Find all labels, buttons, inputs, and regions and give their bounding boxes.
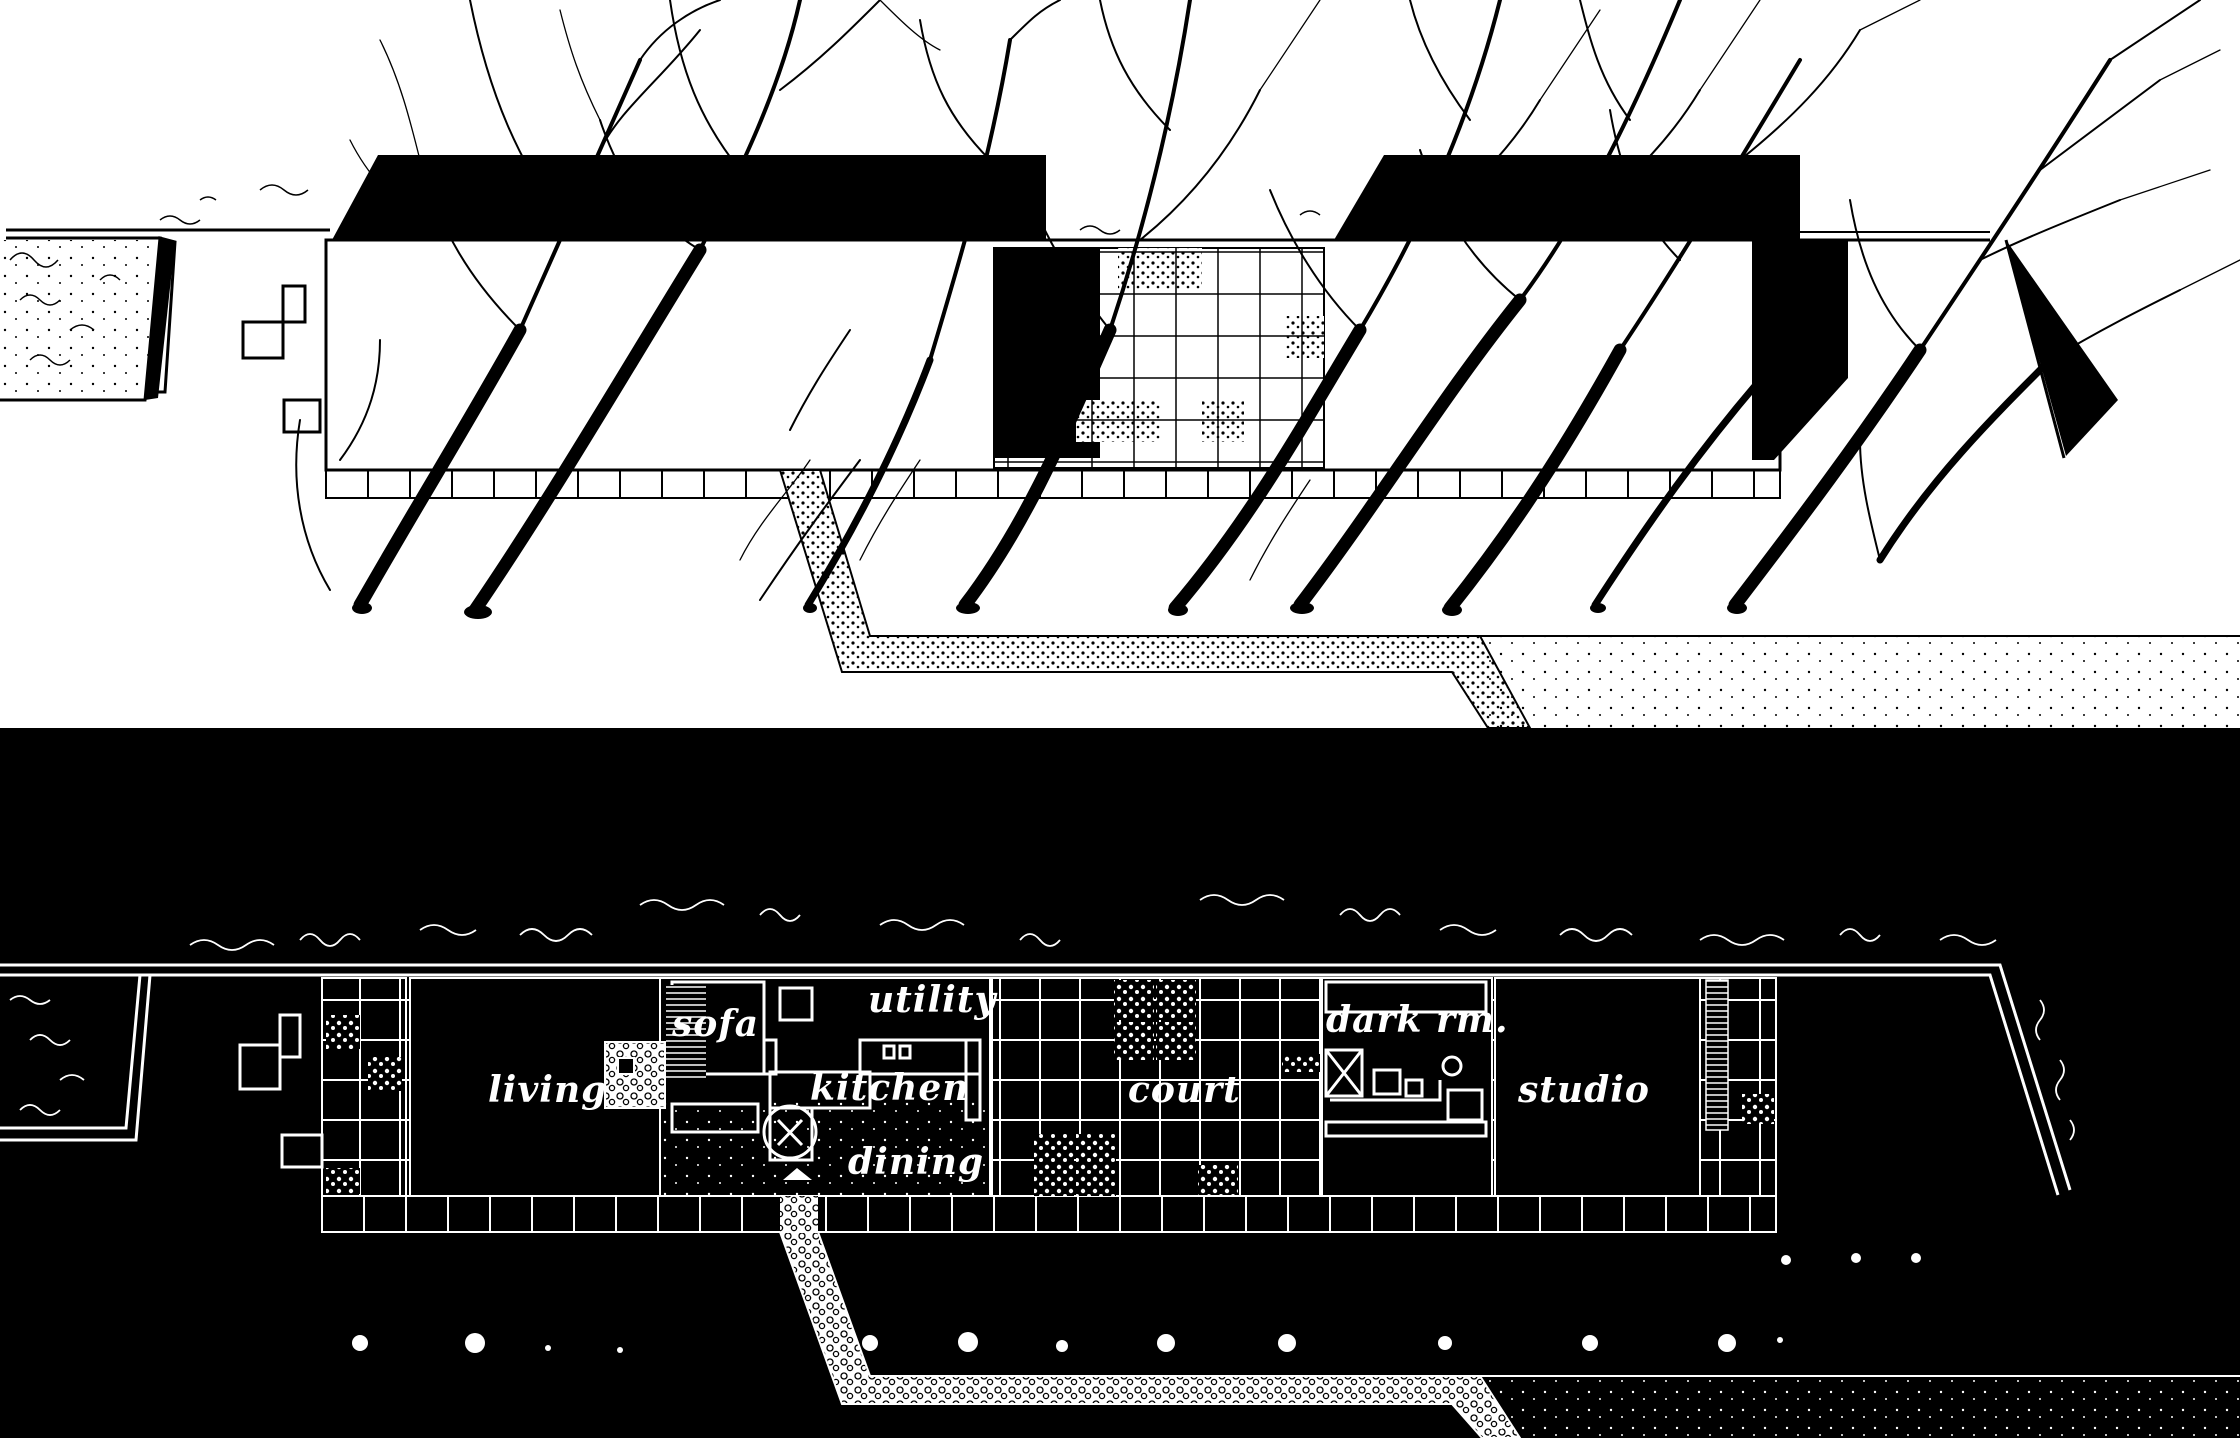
room-label-utility: utility — [868, 979, 997, 1021]
court-glazing — [993, 247, 1325, 469]
room-label-studio: studio — [1517, 1069, 1650, 1111]
trees — [295, 0, 2240, 619]
room-label-kitchen: kitchen — [810, 1067, 969, 1109]
perspective-view — [0, 0, 2240, 729]
house-plan — [321, 977, 1777, 1233]
hedge-texture — [9, 894, 2075, 1141]
kitchen-fixtures — [670, 980, 982, 1180]
room-label-sofa: sofa — [671, 1003, 759, 1045]
darkroom-fixtures — [1324, 980, 1488, 1138]
room-label-living: living — [488, 1069, 607, 1111]
roof-left — [332, 155, 1046, 240]
room-label-dining: dining — [848, 1141, 984, 1183]
room-label-court: court — [1128, 1069, 1241, 1111]
studio-glazing — [1752, 240, 1848, 460]
stepping-stones-plan — [238, 1013, 324, 1169]
entry-sail — [2006, 240, 2118, 456]
tree-dots — [352, 1253, 1921, 1353]
floor-plan: living sofa utility kitchen dining court… — [0, 728, 2240, 1438]
room-label-dark-room: dark rm. — [1326, 999, 1509, 1041]
terrace-pavers — [325, 469, 1781, 499]
stepping-stones — [241, 284, 322, 434]
garden-wall-plan — [0, 963, 2072, 1196]
entry-path — [778, 1231, 1522, 1438]
room-labels: living sofa utility kitchen dining court… — [488, 979, 1650, 1183]
